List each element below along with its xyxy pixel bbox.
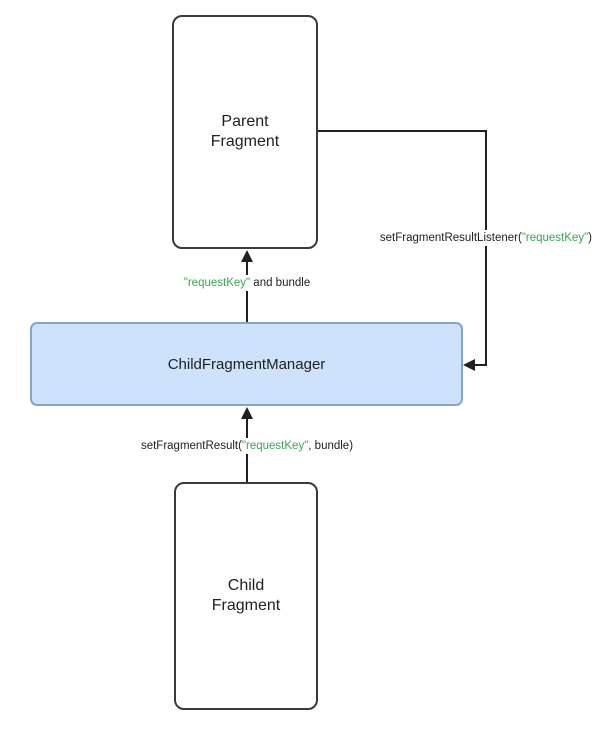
edge-label-requestkey-bundle: "requestKey" and bundle: [180, 275, 314, 291]
arrow-up-to-manager-icon: [241, 407, 253, 419]
edge-parent-to-manager-stub: [474, 364, 487, 366]
parent-fragment-label-line1: Parent: [221, 113, 269, 130]
edge-parent-to-manager-horizontal: [317, 130, 487, 132]
child-fragment-manager-label: ChildFragmentManager: [167, 355, 326, 373]
requestkey-literal: "requestKey": [183, 277, 251, 289]
listener-suffix: ): [588, 232, 592, 244]
arrow-left-to-manager-icon: [463, 359, 475, 371]
child-fragment-box: Child Fragment: [174, 482, 318, 710]
requestkey-literal: "requestKey": [521, 232, 589, 244]
and-bundle-text: and bundle: [250, 277, 311, 289]
child-fragment-manager-box: ChildFragmentManager: [30, 322, 463, 406]
set-fragment-result-prefix: setFragmentResult(: [140, 440, 242, 452]
child-fragment-label-line2: Fragment: [211, 597, 281, 614]
child-fragment-label-line1: Child: [227, 577, 265, 594]
requestkey-literal: "requestKey": [241, 440, 309, 452]
parent-fragment-label-line2: Fragment: [210, 133, 280, 150]
set-fragment-result-suffix: , bundle): [308, 440, 354, 452]
edge-label-set-fragment-result-listener: setFragmentResultListener("requestKey"): [376, 230, 595, 246]
parent-fragment-box: Parent Fragment: [172, 15, 318, 249]
edge-label-set-fragment-result: setFragmentResult("requestKey", bundle): [137, 438, 357, 454]
edge-parent-to-manager-vertical: [485, 130, 487, 366]
parent-fragment-label: Parent Fragment: [211, 112, 279, 152]
child-fragment-label: Child Fragment: [212, 576, 280, 616]
arrow-up-to-parent-icon: [241, 250, 253, 262]
listener-prefix: setFragmentResultListener(: [379, 232, 522, 244]
